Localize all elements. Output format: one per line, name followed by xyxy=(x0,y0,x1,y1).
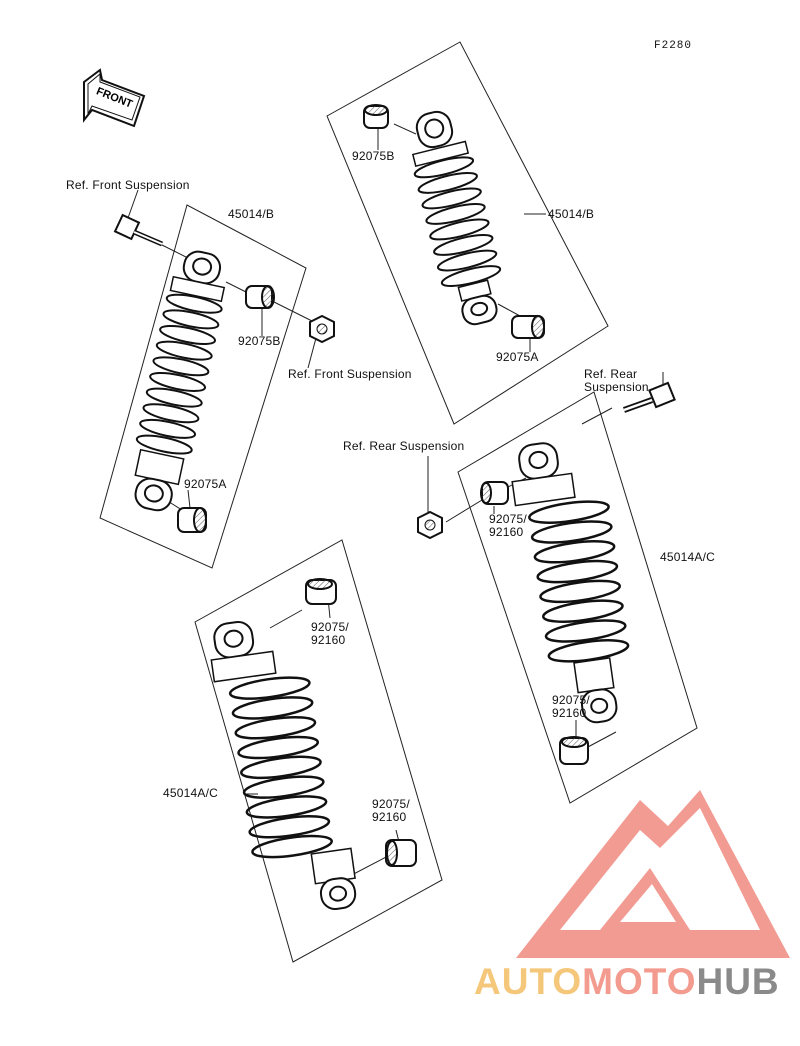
box-front-left xyxy=(99,204,307,569)
front-arrow-icon: FRONT xyxy=(83,68,146,128)
label-assembly-45014ac-left: 45014A/C xyxy=(163,786,218,800)
bushing-92075b-top xyxy=(363,104,389,129)
box-rear-right xyxy=(457,391,698,804)
bushing-92075-lower-right xyxy=(559,736,589,765)
label-ref-rear-nut: Ref. Rear Suspension xyxy=(343,439,465,453)
watermark-moto: MOTO xyxy=(582,961,697,1002)
bushings xyxy=(177,104,589,867)
shock-absorber-front-left xyxy=(134,250,226,512)
label-assembly-45014b-left: 45014/B xyxy=(228,207,275,221)
label-assembly-45014b-right: 45014/B xyxy=(548,207,595,221)
bushing-92075-lower-left xyxy=(385,839,417,867)
shock-absorber-rear-right xyxy=(511,442,630,724)
label-bushing-rear-upper-right: 92075/ 92160 xyxy=(489,512,527,539)
shock-absorber-rear-left xyxy=(210,620,357,911)
label-ref-front-top: Ref. Front Suspension xyxy=(66,178,190,192)
bushing-92075b-left xyxy=(245,285,275,309)
assembly-boxes xyxy=(99,41,698,963)
label-bushing-rear-lower-right: 92075/ 92160 xyxy=(552,693,590,720)
watermark-text: AUTOMOTOHUB xyxy=(474,962,780,1002)
label-bushing-92075a-right: 92075A xyxy=(496,350,539,364)
bushing-92075a-left xyxy=(177,507,207,533)
label-ref-rear-top-text: Ref. Rear Suspension xyxy=(584,367,649,394)
label-assembly-45014ac-right: 45014A/C xyxy=(660,550,715,564)
watermark-logo-icon xyxy=(516,790,790,958)
diagram-code: F2280 xyxy=(654,40,693,52)
watermark-auto: AUTO xyxy=(474,961,583,1002)
bushing-92075a-right xyxy=(511,315,545,339)
bushing-92075-upper-left xyxy=(305,578,337,605)
box-front-right xyxy=(326,41,609,425)
bolt-front-left xyxy=(113,213,163,247)
label-bushing-92075b-top: 92075B xyxy=(352,149,395,163)
box-rear-left xyxy=(194,539,443,963)
bolt-rear-right xyxy=(622,381,676,413)
label-ref-rear-top: Ref. Rear Suspension xyxy=(584,342,649,407)
shock-absorber-front-right xyxy=(411,110,502,326)
watermark-hub: HUB xyxy=(696,961,780,1002)
label-bushing-92075b-left: 92075B xyxy=(238,334,281,348)
nut-rear xyxy=(417,510,443,540)
label-bushing-92075a-left: 92075A xyxy=(184,477,227,491)
label-bushing-rear-upper-left: 92075/ 92160 xyxy=(311,620,349,647)
bushing-92075-upper-right xyxy=(480,481,509,505)
nut-front xyxy=(309,314,335,344)
label-ref-front-nut: Ref. Front Suspension xyxy=(288,367,412,381)
label-bushing-rear-lower-left: 92075/ 92160 xyxy=(372,797,410,824)
